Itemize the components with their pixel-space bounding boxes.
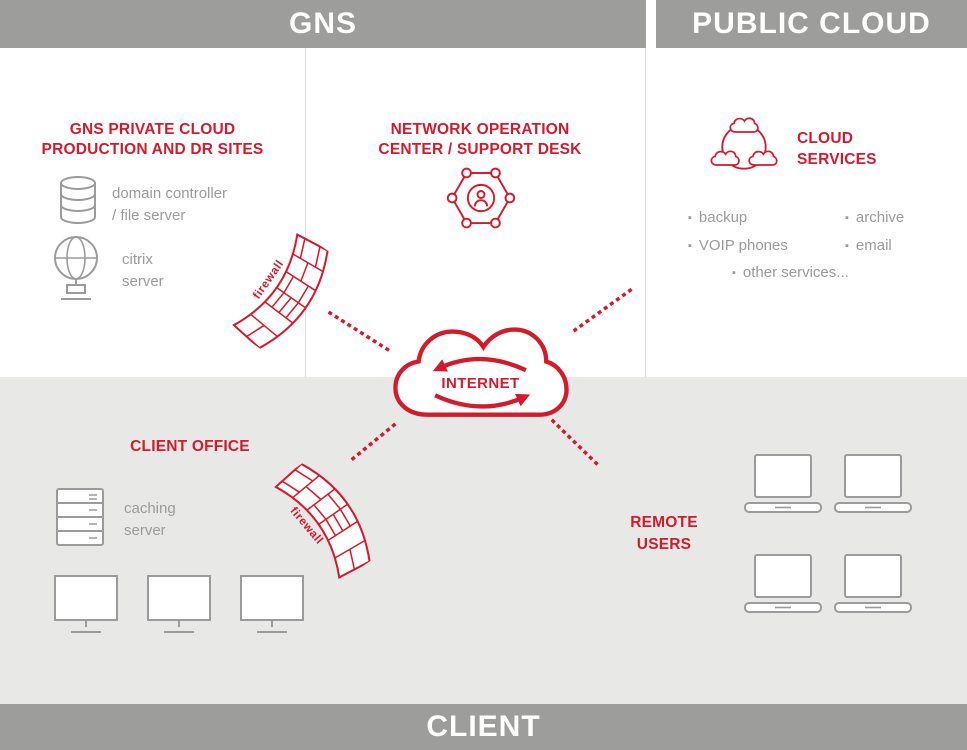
remote-users-title: REMOTE USERS: [630, 514, 698, 553]
monitor-icon: [147, 575, 211, 637]
public-cloud-header-label: PUBLIC CLOUD: [692, 7, 931, 40]
firewall-icon-bottom: [253, 444, 398, 595]
bullet-icon: ▪: [688, 240, 692, 252]
service-item-archive: ▪ archive: [845, 209, 904, 226]
database-label: domain controller / file server: [112, 185, 228, 224]
laptop-icon: [744, 454, 822, 520]
firewall-icon-top: [211, 216, 356, 367]
laptop-icon: [834, 554, 912, 620]
client-zone-background: [0, 377, 967, 704]
bullet-icon: ▪: [688, 212, 692, 224]
service-label: archive: [855, 209, 905, 226]
bullet-icon: ▪: [732, 267, 736, 279]
caching-server-label: caching server: [124, 500, 176, 539]
service-label: VOIP phones: [698, 237, 788, 254]
noc-title: NETWORK OPERATION CENTER / SUPPORT DESK: [378, 121, 582, 158]
service-item-other: ▪ other services...: [732, 264, 849, 281]
private-cloud-title: GNS PRIVATE CLOUD PRODUCTION AND DR SITE…: [41, 121, 264, 158]
service-item-voip: ▪ VOIP phones: [688, 237, 788, 254]
internet-cloud-icon: INTERNET: [388, 318, 573, 434]
service-label: backup: [698, 209, 748, 226]
column-divider: [645, 48, 646, 377]
globe-icon: [50, 233, 102, 301]
laptop-icon: [834, 454, 912, 520]
client-footer-label: CLIENT: [426, 710, 541, 743]
client-footer-bar: CLIENT: [0, 704, 967, 750]
public-cloud-header-bar: PUBLIC CLOUD: [656, 0, 967, 48]
monitor-icon: [54, 575, 118, 637]
noc-network-icon: [446, 163, 516, 233]
database-icon: [58, 175, 98, 227]
arrow-left-icon: [432, 356, 527, 373]
service-label: other services...: [742, 264, 849, 281]
service-item-backup: ▪ backup: [688, 209, 747, 226]
caching-server-icon: [56, 488, 104, 546]
laptop-icon: [744, 554, 822, 620]
service-item-email: ▪ email: [845, 237, 892, 254]
bullet-icon: ▪: [845, 212, 849, 224]
bullet-icon: ▪: [845, 240, 849, 252]
cloud-services-title: CLOUD SERVICES: [797, 130, 877, 168]
citrix-label: citrix server: [122, 251, 164, 290]
service-label: email: [855, 237, 892, 254]
cloud-services-icon: [710, 113, 778, 181]
arrow-right-icon: [434, 393, 531, 409]
gns-header-label: GNS: [288, 7, 357, 40]
internet-label: INTERNET: [441, 375, 520, 392]
client-office-title: CLIENT OFFICE: [130, 438, 250, 455]
column-divider: [305, 48, 306, 377]
monitor-icon: [240, 575, 304, 637]
gns-header-bar: GNS: [0, 0, 646, 48]
